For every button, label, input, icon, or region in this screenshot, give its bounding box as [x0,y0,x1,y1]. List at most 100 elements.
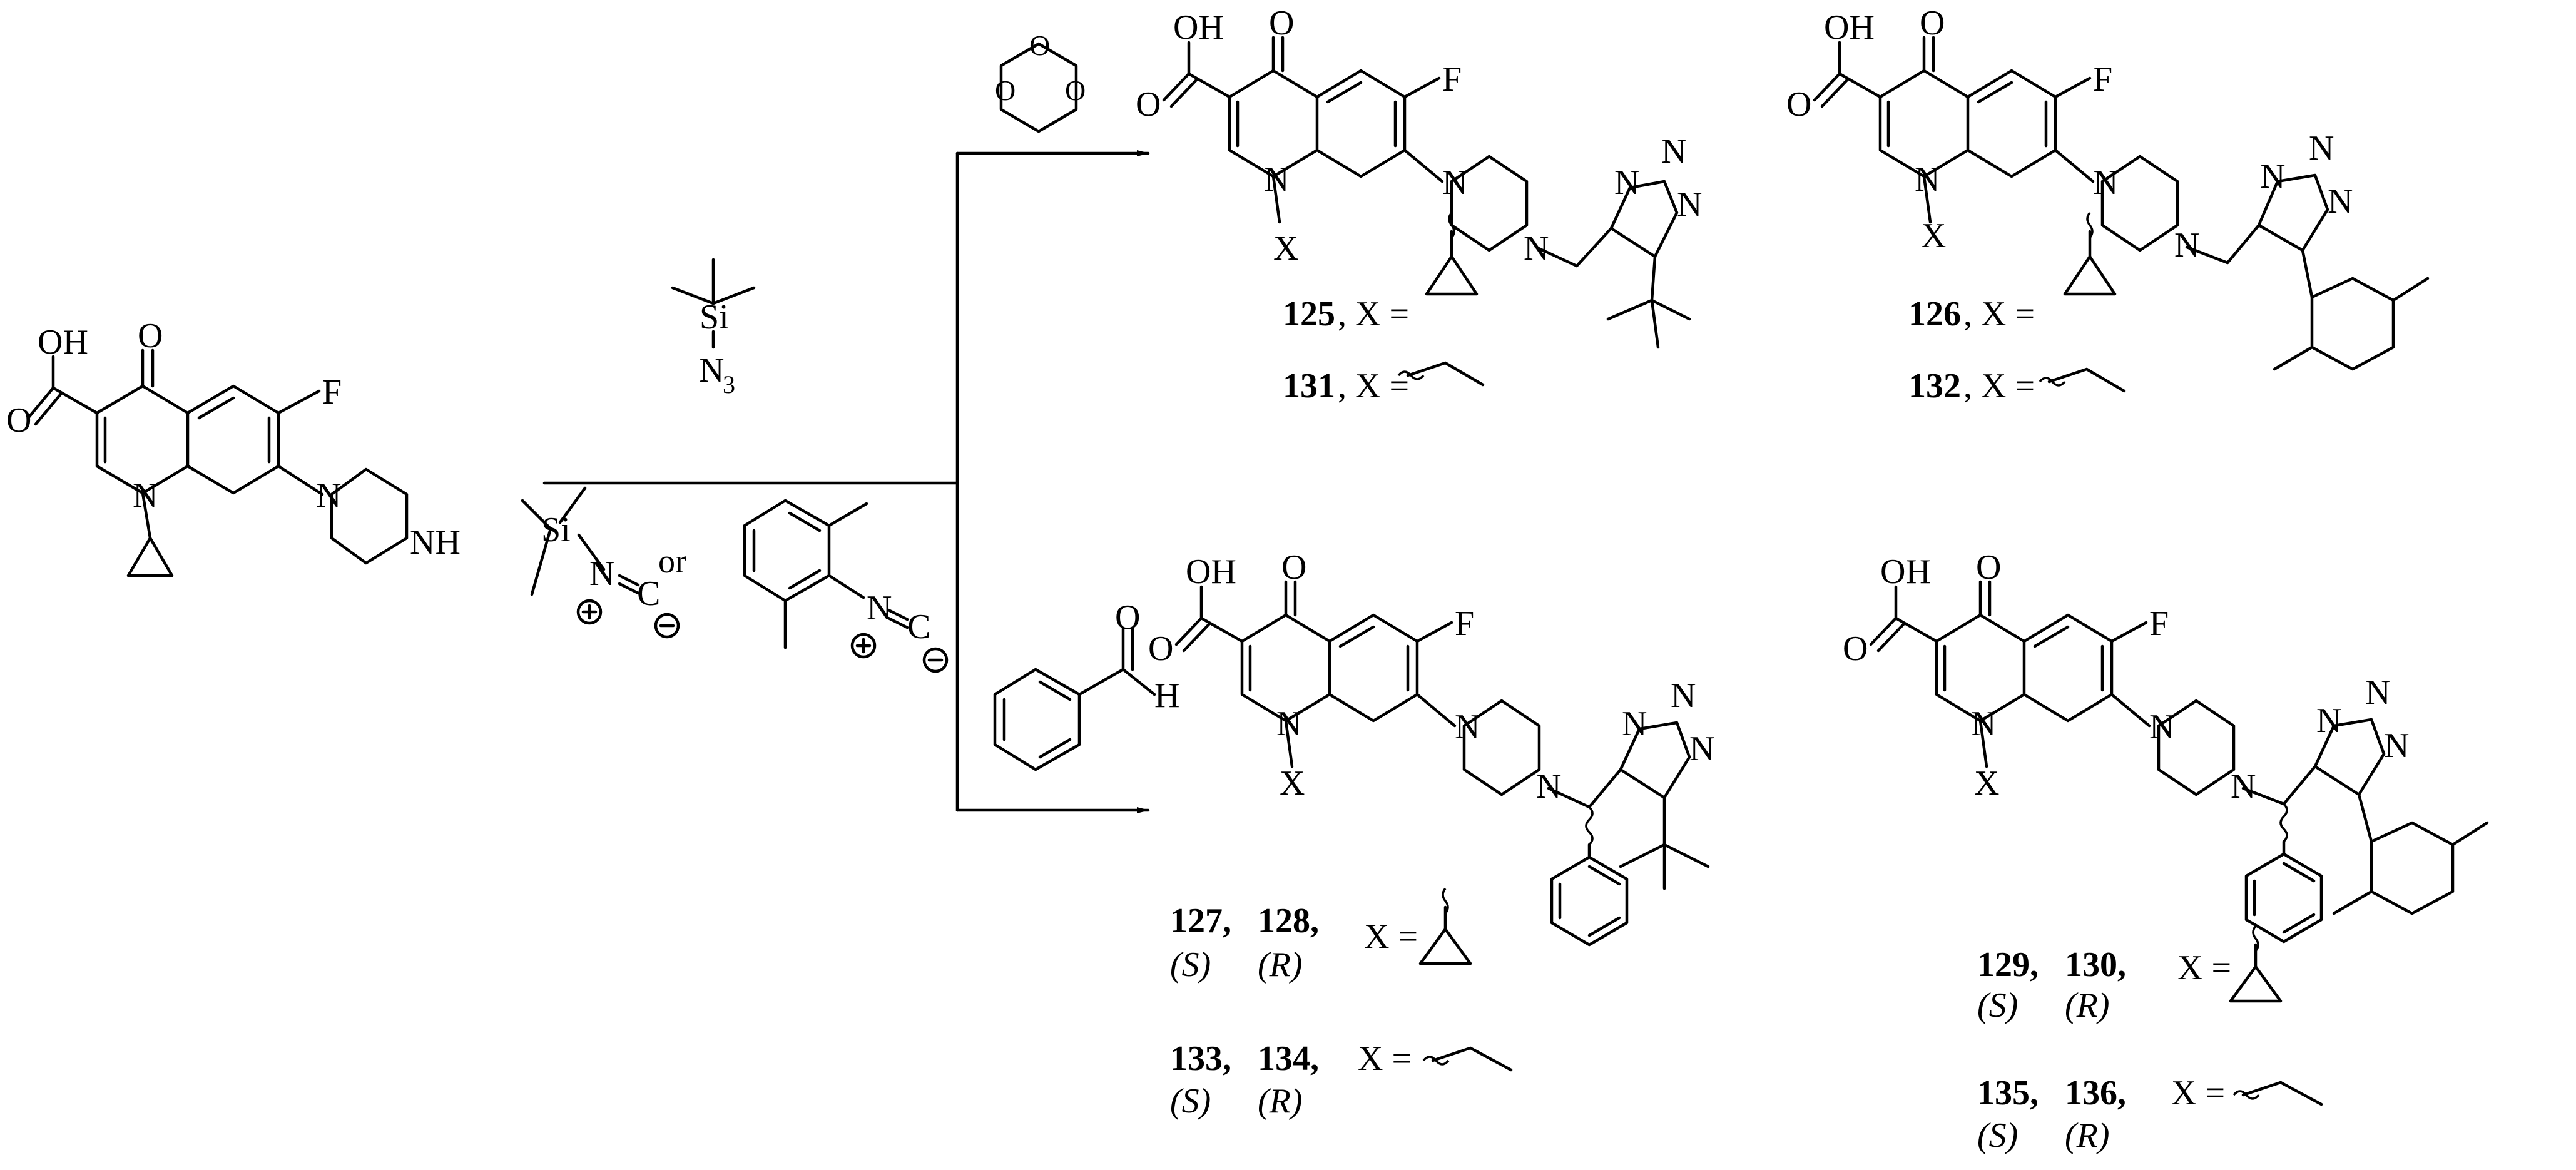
product-126-132: OH O O F N X N N N N N 126 , X = 132 , X… [1786,4,2430,405]
atom-label-o: O [1148,629,1173,668]
atom-label-n: N [2384,726,2409,765]
atom-label-f: F [322,373,342,412]
atom-label-o: O [1920,4,1945,43]
compound-label-sep: , X = [1338,367,1409,405]
xylyl-isocyanide-reagent: N C [743,499,949,673]
tms-azide-reagent: Si N 3 [671,258,756,399]
compound-label-sep: , X = [1338,295,1409,333]
x-equals-label: X = [2177,949,2231,987]
atom-label-o: O [1269,4,1294,43]
atom-label-f: F [1442,60,1462,99]
atom-label-n: N [2231,767,2256,806]
compound-number-130: 130, [2065,945,2126,984]
stereo-label-r: (R) [1258,1082,1303,1121]
atom-label-n: N [2365,673,2390,712]
atom-label-si: Si [541,511,571,549]
atom-label-o: O [138,317,163,355]
atom-label-n: N [1536,767,1561,806]
x-equals-label: X = [1364,917,1418,956]
compound-number-126: 126 [1908,295,1961,333]
product-125-131: OH O O F N X N N N N N 125 , X = 131 , X… [1136,4,1702,405]
product-129-130-135-136: OH O O F N X N N N N N 129, 130, (S) (R)… [1843,548,2489,1155]
reaction-arrows [542,150,1150,813]
atom-label-n: N [1455,708,1480,746]
ciprofloxacin-structure: OH O O F N N NH [6,317,461,577]
plus-charge-icon [850,633,877,659]
atom-label-si: Si [700,298,729,337]
atom-label-n: N [1442,163,1467,202]
atom-label-o: O [995,74,1016,106]
atom-label-o: O [1976,548,2001,587]
stereo-label-s: (S) [1977,1116,2018,1155]
compound-number-135: 135, [1977,1074,2039,1112]
atom-label-n: N [1276,705,1301,743]
compound-label-sep: , X = [1963,295,2035,333]
atom-label-x: X [1974,764,1999,803]
atom-label-oh: OH [38,323,88,362]
atom-label-o: O [1786,85,1811,124]
atom-label-n: N [1689,730,1714,768]
atom-label-f: F [2093,60,2112,99]
benzaldehyde-reagent: O H [993,598,1179,771]
atom-label-n: N [589,554,614,593]
atom-label-oh: OH [1880,552,1931,591]
minus-charge-icon [922,647,949,673]
atom-label-n: N [1661,132,1686,171]
atom-label-x: X [1921,216,1946,255]
atom-label-n: N [2328,182,2353,221]
atom-label-x: X [1273,229,1298,268]
compound-number-136: 136, [2065,1074,2126,1112]
atom-label-o: O [1843,629,1868,668]
atom-label-oh: OH [1173,8,1224,47]
atom-label-sub-3: 3 [723,370,735,399]
atom-label-n: N [2174,226,2199,265]
atom-label-n: N [1671,676,1696,715]
stereo-label-s: (S) [1170,1082,1211,1121]
atom-label-n: N [1614,163,1639,202]
compound-number-134: 134, [1258,1039,1319,1078]
x-equals-label: X = [1358,1039,1412,1078]
atom-label-c: C [907,608,930,646]
atom-label-f: F [1455,604,1474,643]
product-127-128-133-134: OH O O F N X N N N N N 127, 128, (S) (R)… [1148,548,1714,1121]
atom-label-n: N [2260,157,2285,196]
atom-label-o: O [1136,85,1161,124]
atom-label-n: N [2309,129,2334,168]
stereo-label-r: (R) [2065,986,2110,1025]
atom-label-n: N [1677,185,1702,224]
compound-number-132: 132 [1908,367,1961,405]
atom-label-n: N [699,351,724,390]
atom-label-f: F [2149,604,2169,643]
x-equals-label: X = [2171,1074,2225,1112]
plus-charge-icon [576,599,603,625]
atom-label-o: O [1065,74,1086,106]
minus-charge-icon [654,613,680,639]
stereo-label-s: (S) [1977,986,2018,1025]
atom-label-oh: OH [1824,8,1875,47]
compound-number-133: 133, [1170,1039,1231,1078]
atom-label-o: O [6,401,31,440]
atom-label-n: N [1915,160,1940,199]
atom-label-oh: OH [1186,552,1236,591]
compound-label-sep: , X = [1963,367,2035,405]
atom-label-nh: NH [410,523,461,562]
atom-label-h: H [1154,676,1179,715]
stereo-label-r: (R) [1258,945,1303,984]
atom-label-n: N [1264,160,1289,199]
atom-label-n: N [1524,229,1549,268]
atom-label-n: N [2149,708,2174,746]
compound-number-125: 125 [1283,295,1335,333]
atom-label-c: C [637,574,660,613]
atom-label-n: N [1971,705,1996,743]
atom-label-n: N [2093,163,2118,202]
atom-label-o: O [1115,598,1140,637]
atom-label-n: N [2316,701,2341,740]
tms-cyanide-reagent: Si N C [521,486,680,639]
stereo-label-r: (R) [2065,1116,2110,1155]
stereo-label-s: (S) [1170,945,1211,984]
compound-number-128: 128, [1258,902,1319,940]
atom-label-x: X [1280,764,1305,803]
or-text: or [658,542,686,580]
atom-label-o: O [1029,29,1050,61]
